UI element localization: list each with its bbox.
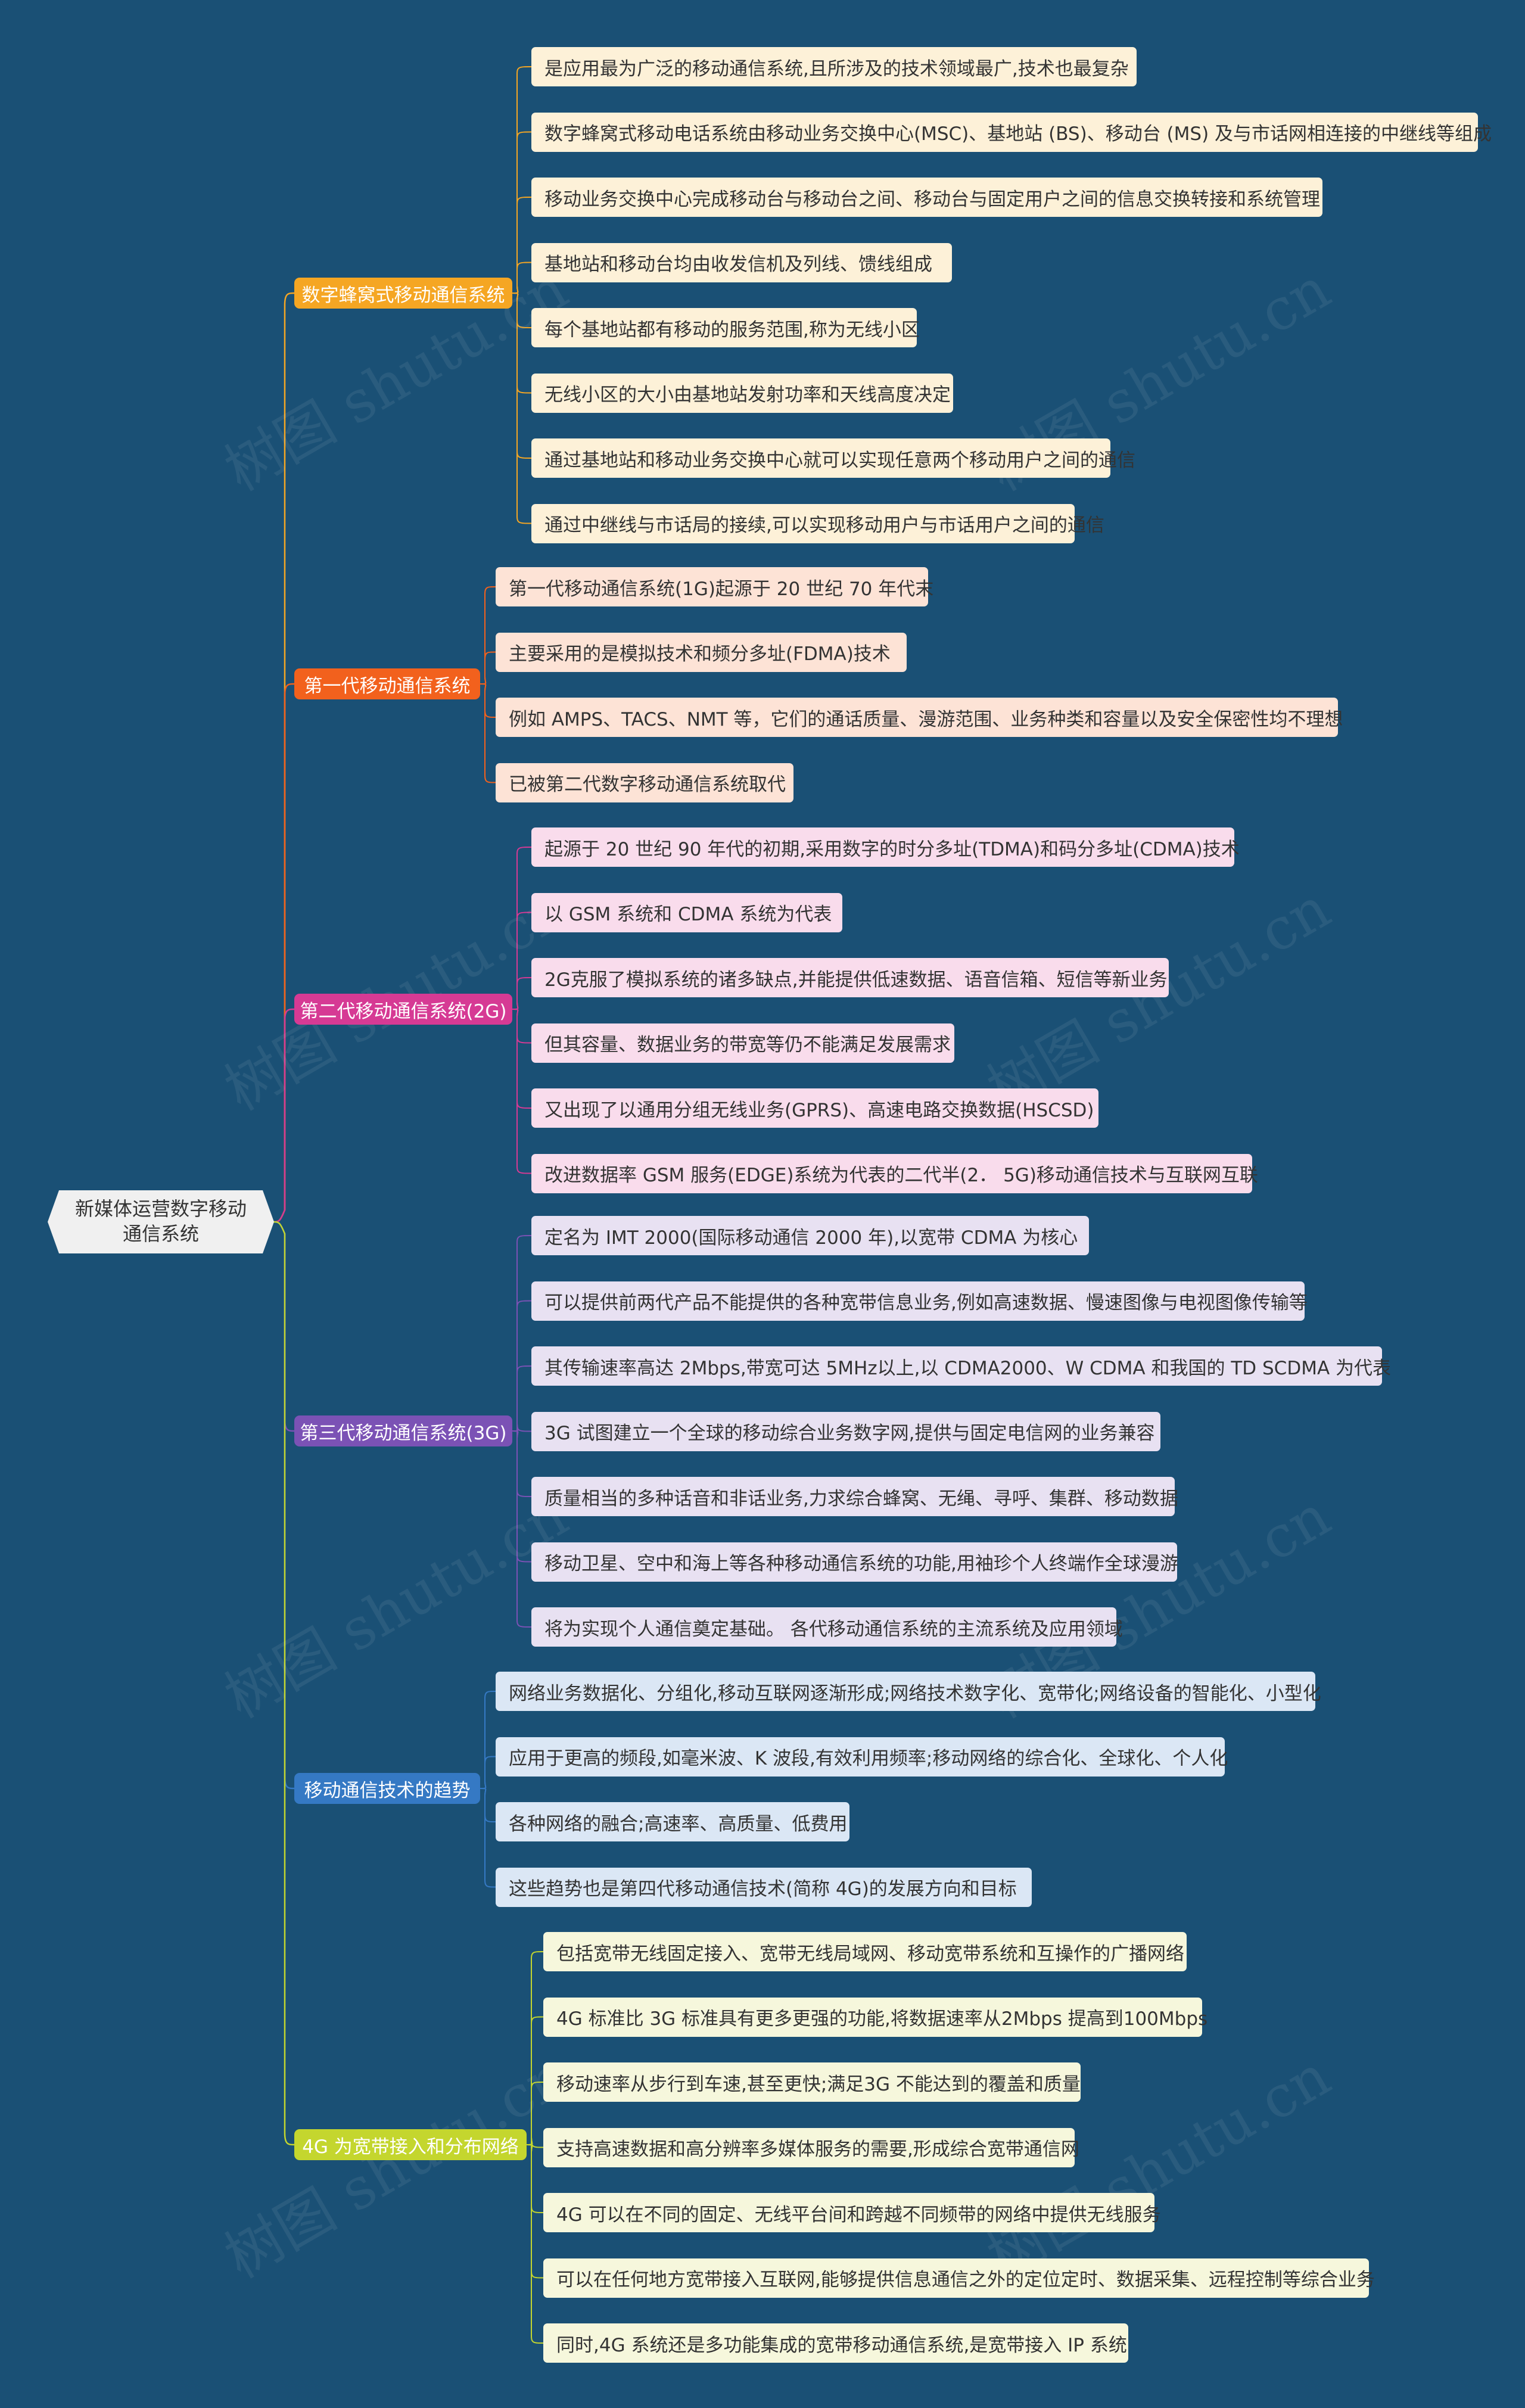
connector-line bbox=[526, 2082, 544, 2145]
leaf-node[interactable]: 同时,4G 系统还是多功能集成的宽带移动通信系统,是宽带接入 IP 系统 bbox=[543, 2323, 1128, 2363]
leaf-node[interactable]: 但其容量、数据业务的带宽等仍不能满足发展需求 bbox=[531, 1023, 954, 1063]
connector-line bbox=[512, 1235, 532, 1432]
leaf-node[interactable]: 4G 可以在不同的固定、无线平台间和跨越不同频带的网络中提供无线服务 bbox=[543, 2193, 1161, 2232]
leaf-node[interactable]: 通过基地站和移动业务交换中心就可以实现任意两个移动用户之间的通信 bbox=[531, 438, 1135, 478]
connector-line bbox=[480, 586, 496, 685]
connector-line bbox=[480, 1756, 496, 1789]
leaf-node[interactable]: 定名为 IMT 2000(国际移动通信 2000 年),以宽带 CDMA 为核心 bbox=[531, 1216, 1089, 1255]
leaf-node[interactable]: 第一代移动通信系统(1G)起源于 20 世纪 70 年代末 bbox=[496, 567, 933, 606]
connector-line bbox=[272, 1221, 295, 1790]
leaf-node[interactable]: 网络业务数据化、分组化,移动互联网逐渐形成;网络技术数字化、宽带化;网络设备的智… bbox=[496, 1672, 1321, 1711]
connector-line bbox=[512, 66, 532, 294]
leaf-node[interactable]: 各种网络的融合;高速率、高质量、低费用 bbox=[496, 1802, 849, 1841]
leaf-node[interactable]: 每个基地站都有移动的服务范围,称为无线小区 bbox=[531, 308, 920, 347]
leaf-node[interactable]: 又出现了以通用分组无线业务(GPRS)、高速电路交换数据(HSCSD) bbox=[531, 1088, 1098, 1128]
connector-line bbox=[512, 977, 532, 1010]
connector-line bbox=[512, 293, 532, 394]
connector-line bbox=[480, 1691, 496, 1789]
leaf-node[interactable]: 基地站和移动台均由收发信机及列线、馈线组成 bbox=[531, 242, 952, 282]
connector-line bbox=[512, 293, 532, 524]
connector-line bbox=[512, 847, 532, 1010]
branch-node[interactable]: 移动通信技术的趋势 bbox=[294, 1773, 480, 1804]
connector-line bbox=[526, 2140, 544, 2152]
leaf-node[interactable]: 移动速率从步行到车速,甚至更快;满足3G 不能达到的覆盖和质量 bbox=[543, 2062, 1081, 2102]
connector-line bbox=[512, 1009, 532, 1174]
connector-line bbox=[512, 131, 532, 294]
connector-line bbox=[272, 292, 295, 1223]
root-node[interactable]: 新媒体运营数字移动通信系统 bbox=[48, 1190, 274, 1253]
leaf-node[interactable]: 起源于 20 世纪 90 年代的初期,采用数字的时分多址(TDMA)和码分多址(… bbox=[531, 827, 1240, 867]
leaf-node[interactable]: 无线小区的大小由基地站发射功率和天线高度决定 bbox=[531, 373, 953, 413]
leaf-node[interactable]: 支持高速数据和高分辨率多媒体服务的需要,形成综合宽带通信网 bbox=[543, 2127, 1079, 2167]
leaf-node[interactable]: 移动业务交换中心完成移动台与移动台之间、移动台与固定用户之间的信息交换转接和系统… bbox=[531, 178, 1322, 217]
leaf-node[interactable]: 应用于更高的频段,如毫米波、K 波段,有效利用频率;移动网络的综合化、全球化、个… bbox=[496, 1737, 1228, 1777]
branch-node[interactable]: 4G 为宽带接入和分布网络 bbox=[294, 2129, 527, 2160]
connector-line bbox=[480, 683, 496, 783]
leaf-node[interactable]: 这些趋势也是第四代移动通信技术(简称 4G)的发展方向和目标 bbox=[496, 1867, 1032, 1907]
connector-line bbox=[272, 683, 295, 1223]
connector-line bbox=[512, 911, 532, 1010]
connector-line bbox=[512, 293, 532, 328]
leaf-node[interactable]: 是应用最为广泛的移动通信系统,且所涉及的技术领域最广,技术也最复杂 bbox=[531, 47, 1137, 86]
connector-line bbox=[512, 293, 532, 459]
leaf-node[interactable]: 例如 AMPS、TACS、NMT 等，它们的通话质量、漫游范围、业务种类和容量以… bbox=[496, 698, 1343, 737]
leaf-node[interactable]: 通过中继线与市话局的接续,可以实现移动用户与市话用户之间的通信 bbox=[531, 503, 1104, 543]
connector-line bbox=[526, 2144, 544, 2213]
connector-line bbox=[480, 1788, 496, 1888]
connector-line bbox=[512, 1365, 532, 1432]
leaf-node[interactable]: 以 GSM 系统和 CDMA 系统为代表 bbox=[531, 892, 842, 932]
connector-line bbox=[526, 2144, 544, 2344]
leaf-node[interactable]: 主要采用的是模拟技术和频分多址(FDMA)技术 bbox=[496, 632, 907, 672]
branch-node[interactable]: 数字蜂窝式移动通信系统 bbox=[294, 278, 512, 309]
leaf-node[interactable]: 4G 标准比 3G 标准具有更多更强的功能,将数据速率从2Mbps 提高到100… bbox=[543, 1997, 1207, 2037]
leaf-node[interactable]: 包括宽带无线固定接入、宽带无线局域网、移动宽带系统和互操作的广播网络 bbox=[543, 1932, 1187, 1971]
leaf-node[interactable]: 已被第二代数字移动通信系统取代 bbox=[496, 763, 793, 802]
leaf-node[interactable]: 可以在任何地方宽带接入互联网,能够提供信息通信之外的定位定时、数据采集、远程控制… bbox=[543, 2258, 1375, 2298]
connector-line bbox=[512, 1009, 532, 1109]
leaf-node[interactable]: 数字蜂窝式移动电话系统由移动业务交换中心(MSC)、基地站 (BS)、移动台 (… bbox=[531, 112, 1492, 152]
connector-line bbox=[480, 1788, 496, 1822]
connector-line bbox=[512, 1430, 532, 1497]
connector-line bbox=[512, 197, 532, 294]
connector-line bbox=[526, 2144, 544, 2279]
connector-line bbox=[526, 2016, 544, 2145]
connector-line bbox=[512, 1430, 532, 1628]
connector-line bbox=[480, 683, 496, 718]
connector-line bbox=[526, 1951, 544, 2145]
leaf-node[interactable]: 其传输速率高达 2Mbps,带宽可达 5MHz以上,以 CDMA2000、W C… bbox=[531, 1346, 1391, 1386]
branch-node[interactable]: 第一代移动通信系统 bbox=[294, 668, 480, 699]
leaf-node[interactable]: 2G克服了模拟系统的诸多缺点,并能提供低速数据、语音信箱、短信等新业务 bbox=[531, 958, 1169, 997]
connector-line bbox=[512, 1009, 532, 1044]
connector-line bbox=[272, 1221, 295, 2146]
leaf-node[interactable]: 将为实现个人通信奠定基础。 各代移动通信系统的主流系统及应用领域 bbox=[531, 1607, 1123, 1647]
leaf-node[interactable]: 改进数据率 GSM 服务(EDGE)系统为代表的二代半(2． 5G)移动通信技术… bbox=[531, 1153, 1258, 1193]
branch-node[interactable]: 第二代移动通信系统(2G) bbox=[294, 994, 512, 1025]
connector-line bbox=[272, 1221, 295, 1432]
leaf-node[interactable]: 质量相当的多种话音和非话业务,力求综合蜂窝、无绳、寻呼、集群、移动数据 bbox=[531, 1477, 1178, 1516]
leaf-node[interactable]: 可以提供前两代产品不能提供的各种宽带信息业务,例如高速数据、慢速图像与电视图像传… bbox=[531, 1281, 1308, 1321]
connector-line bbox=[512, 262, 532, 294]
branch-node[interactable]: 第三代移动通信系统(3G) bbox=[294, 1415, 512, 1446]
leaf-node[interactable]: 移动卫星、空中和海上等各种移动通信系统的功能,用袖珍个人终端作全球漫游 bbox=[531, 1542, 1178, 1582]
connector-line bbox=[272, 1008, 295, 1223]
connector-line bbox=[480, 651, 496, 685]
leaf-node[interactable]: 3G 试图建立一个全球的移动综合业务数字网,提供与固定电信网的业务兼容 bbox=[531, 1411, 1160, 1451]
